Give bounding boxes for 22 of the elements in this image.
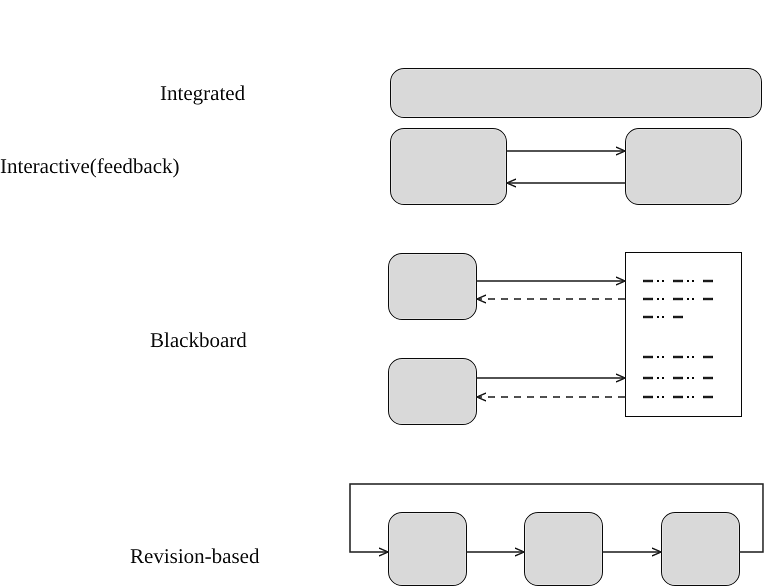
- process-box: [388, 358, 477, 425]
- row-label: Blackboard: [150, 327, 247, 353]
- process-box: [388, 512, 467, 586]
- process-box: [661, 512, 740, 586]
- process-box: [388, 253, 477, 320]
- arrow: [507, 146, 626, 156]
- row-label: Interactive(feedback): [0, 153, 180, 179]
- row-label: Integrated: [160, 80, 246, 106]
- row-label: Revision-based: [130, 543, 260, 569]
- arrow: [477, 373, 626, 383]
- arrow: [477, 276, 626, 286]
- arrow: [603, 547, 662, 557]
- arrow: [467, 547, 525, 557]
- process-box: [524, 512, 603, 586]
- blackboard-box: [625, 252, 742, 417]
- arrow: [476, 294, 625, 304]
- arrow: [349, 483, 764, 557]
- arrow: [506, 178, 625, 188]
- process-box: [625, 128, 742, 205]
- arrow: [476, 392, 625, 402]
- process-box: [390, 68, 762, 118]
- process-box: [390, 128, 507, 205]
